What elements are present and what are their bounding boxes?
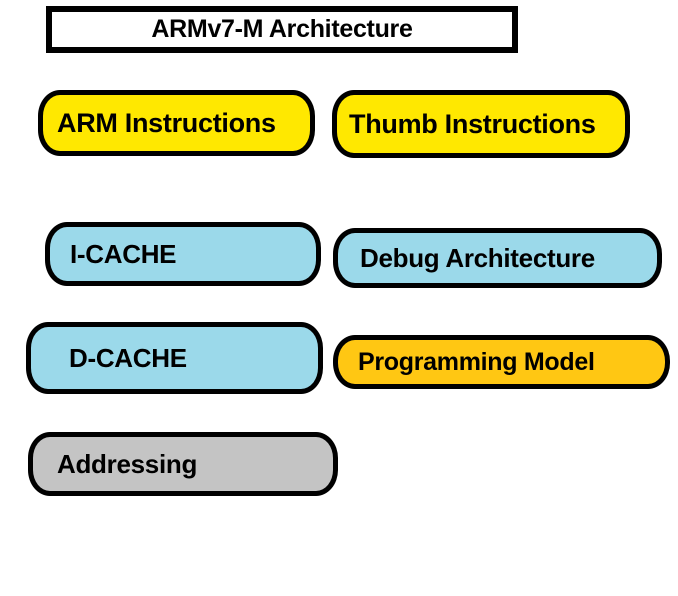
node-thumb-instructions-label: Thumb Instructions <box>349 108 596 139</box>
node-programming-model[interactable]: Programming Model <box>333 335 670 389</box>
node-addressing[interactable]: Addressing <box>28 432 338 496</box>
diagram-title-label: ARMv7-M Architecture <box>151 15 413 43</box>
node-arm-instructions[interactable]: ARM Instructions <box>38 90 315 156</box>
node-i-cache-label: I-CACHE <box>70 239 177 269</box>
node-d-cache-label: D-CACHE <box>69 343 187 373</box>
node-arm-instructions-label: ARM Instructions <box>57 107 276 138</box>
diagram-title-box[interactable]: ARMv7-M Architecture <box>46 6 518 53</box>
node-thumb-instructions[interactable]: Thumb Instructions <box>332 90 630 158</box>
node-programming-model-label: Programming Model <box>358 347 595 376</box>
node-debug-architecture[interactable]: Debug Architecture <box>333 228 662 288</box>
node-debug-architecture-label: Debug Architecture <box>360 243 595 273</box>
node-addressing-label: Addressing <box>57 449 198 479</box>
node-d-cache[interactable]: D-CACHE <box>26 322 323 394</box>
node-i-cache[interactable]: I-CACHE <box>45 222 321 286</box>
